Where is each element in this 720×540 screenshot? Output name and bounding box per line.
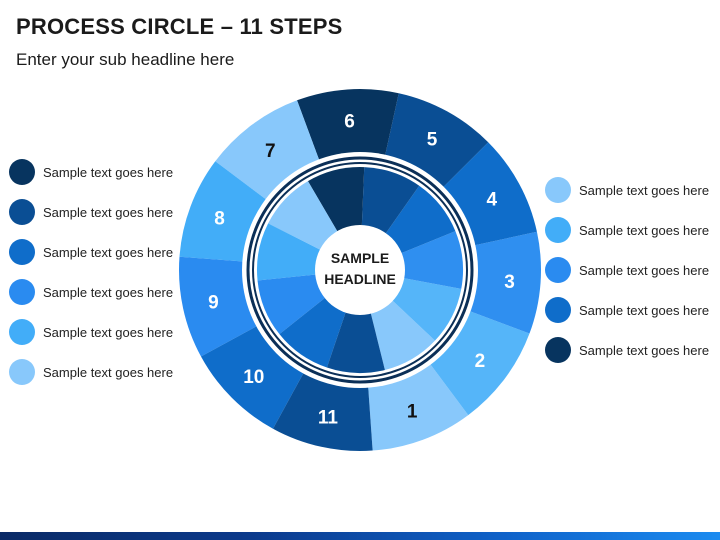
legend-item: Sample text goes here	[545, 297, 709, 323]
inner-segment	[326, 270, 385, 373]
legend-item: Sample text goes here	[545, 257, 709, 283]
center-line-2: HEADLINE	[324, 271, 396, 287]
step-label: 6	[344, 111, 355, 132]
legend-item: Sample text goes here	[545, 337, 709, 363]
step-label: 10	[243, 367, 264, 388]
ring-outer-line	[246, 156, 474, 384]
legend-item: Sample text goes here	[9, 199, 173, 225]
legend-text: Sample text goes here	[579, 302, 710, 318]
legend-dot	[545, 257, 571, 283]
center-line-1: SAMPLE	[331, 250, 389, 266]
legend-item: Sample text goes here	[9, 359, 173, 385]
legend-dot	[9, 199, 35, 225]
legend-text: Sample text goes here	[579, 182, 710, 198]
legend-dot	[545, 177, 571, 203]
legend-dot	[9, 239, 35, 265]
footer-bar	[0, 532, 720, 540]
page-title: PROCESS CIRCLE – 11 STEPS	[16, 14, 343, 39]
legend-text: Sample text goes here	[579, 262, 710, 278]
legend-item: Sample text goes here	[9, 279, 173, 305]
legend-item: Sample text goes here	[545, 177, 709, 203]
legend-item: Sample text goes here	[9, 319, 173, 345]
center-hub	[315, 225, 405, 315]
legend-item: Sample text goes here	[545, 217, 709, 243]
legend-dot	[545, 297, 571, 323]
legend-text: Sample text goes here	[43, 244, 174, 260]
step-label: 1	[407, 402, 418, 423]
legend-text: Sample text goes here	[579, 222, 710, 238]
step-label: 5	[427, 129, 438, 150]
legend-text: Sample text goes here	[43, 364, 174, 380]
legend-text: Sample text goes here	[43, 284, 174, 300]
ring-inner-line	[252, 162, 468, 378]
legend-text: Sample text goes here	[43, 324, 174, 340]
page-subtitle: Enter your sub headline here	[16, 50, 235, 69]
step-label: 9	[208, 293, 219, 314]
legend-item: Sample text goes here	[9, 239, 173, 265]
step-label: 4	[486, 189, 497, 210]
legend-dot	[9, 159, 35, 185]
legend-dot	[545, 337, 571, 363]
step-label: 8	[214, 208, 225, 229]
legend-text: Sample text goes here	[43, 164, 174, 180]
step-label: 2	[475, 351, 486, 372]
legend-dot	[545, 217, 571, 243]
legend-dot	[9, 319, 35, 345]
step-label: 7	[265, 141, 276, 162]
legend-dot	[9, 359, 35, 385]
legend-text: Sample text goes here	[579, 342, 710, 358]
legend-text: Sample text goes here	[43, 204, 174, 220]
legend-item: Sample text goes here	[9, 159, 173, 185]
legend-dot	[9, 279, 35, 305]
step-label: 11	[318, 408, 339, 429]
step-label: 3	[504, 272, 515, 293]
